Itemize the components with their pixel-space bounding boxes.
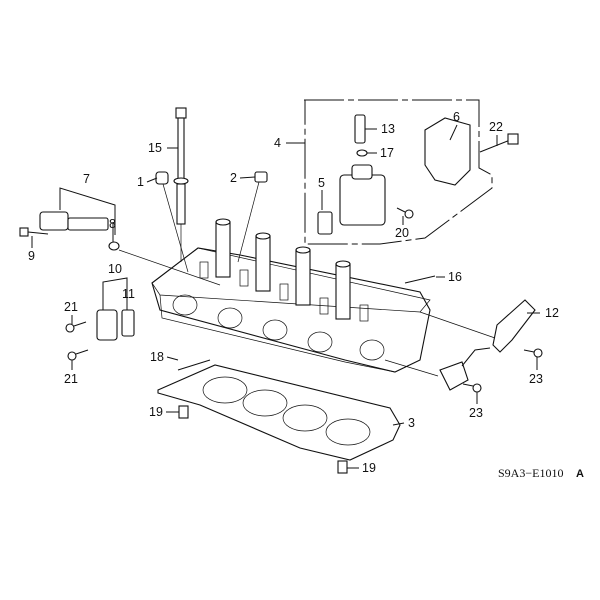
callout-1[interactable]: 1 <box>137 175 144 189</box>
callout-3[interactable]: 3 <box>408 416 415 430</box>
filter[interactable] <box>317 211 333 235</box>
callout-22[interactable]: 22 <box>489 120 503 134</box>
callout-6[interactable]: 6 <box>453 110 460 124</box>
bolt[interactable] <box>19 227 49 237</box>
callout-18[interactable]: 18 <box>150 350 164 364</box>
drawing-code-text: S9A3−E1010 <box>498 466 563 480</box>
cap[interactable] <box>254 171 268 183</box>
stud[interactable] <box>404 275 436 284</box>
head-gasket[interactable] <box>157 364 401 461</box>
spool-valve[interactable] <box>39 211 109 231</box>
plug-tube <box>215 218 231 278</box>
callout-15[interactable]: 15 <box>148 141 162 155</box>
bolt[interactable] <box>67 349 89 361</box>
cap[interactable] <box>155 171 169 185</box>
callout-12[interactable]: 12 <box>545 306 559 320</box>
callout-10[interactable]: 10 <box>108 262 122 276</box>
bracket[interactable] <box>492 299 536 353</box>
bracket[interactable] <box>424 117 471 186</box>
callout-20[interactable]: 20 <box>395 226 409 240</box>
callout-8[interactable]: 8 <box>109 217 116 231</box>
callout-9[interactable]: 9 <box>28 249 35 263</box>
bolt[interactable] <box>65 321 87 333</box>
bolt[interactable] <box>396 207 414 219</box>
callout-2[interactable]: 2 <box>230 171 237 185</box>
callout-11[interactable]: 11 <box>122 287 135 301</box>
callout-21-lower[interactable]: 21 <box>64 372 78 386</box>
oil-pressure-switch[interactable] <box>354 114 366 144</box>
plug-tube <box>255 232 271 292</box>
callout-labels: 1 2 3 4 5 6 7 8 9 10 11 12 13 15 16 17 1… <box>28 110 559 475</box>
callout-19-upper[interactable]: 19 <box>149 405 163 419</box>
bolt[interactable] <box>479 133 519 153</box>
gasket[interactable] <box>121 309 135 337</box>
washer[interactable] <box>356 149 368 157</box>
o-ring[interactable] <box>108 241 120 251</box>
callout-19-lower[interactable]: 19 <box>362 461 376 475</box>
head-bolt[interactable] <box>173 107 189 262</box>
callout-23-upper[interactable]: 23 <box>529 372 543 386</box>
callout-4[interactable]: 4 <box>274 136 281 150</box>
bracket[interactable] <box>439 347 491 391</box>
callout-5[interactable]: 5 <box>318 176 325 190</box>
plug-tube <box>335 260 351 320</box>
cylinder-head[interactable] <box>151 218 431 373</box>
dowel-pin[interactable] <box>178 405 189 419</box>
leader-lines <box>31 124 540 469</box>
drawing-revision: A <box>576 468 584 480</box>
callout-16[interactable]: 16 <box>448 270 462 284</box>
callout-13[interactable]: 13 <box>381 122 395 136</box>
dowel-pin[interactable] <box>337 460 348 474</box>
plug-tube <box>295 246 311 306</box>
spool-valve-body[interactable] <box>339 164 386 226</box>
assembly-4-bracket <box>304 99 493 245</box>
callout-7[interactable]: 7 <box>83 172 90 186</box>
callout-23-lower[interactable]: 23 <box>469 406 483 420</box>
bolt[interactable] <box>462 383 482 393</box>
callout-21-upper[interactable]: 21 <box>64 300 78 314</box>
drawing-code: S9A3−E1010 A <box>498 466 584 480</box>
bolt[interactable] <box>523 348 543 358</box>
stud[interactable] <box>177 359 211 371</box>
cover[interactable] <box>96 309 118 341</box>
callout-17[interactable]: 17 <box>380 146 394 160</box>
